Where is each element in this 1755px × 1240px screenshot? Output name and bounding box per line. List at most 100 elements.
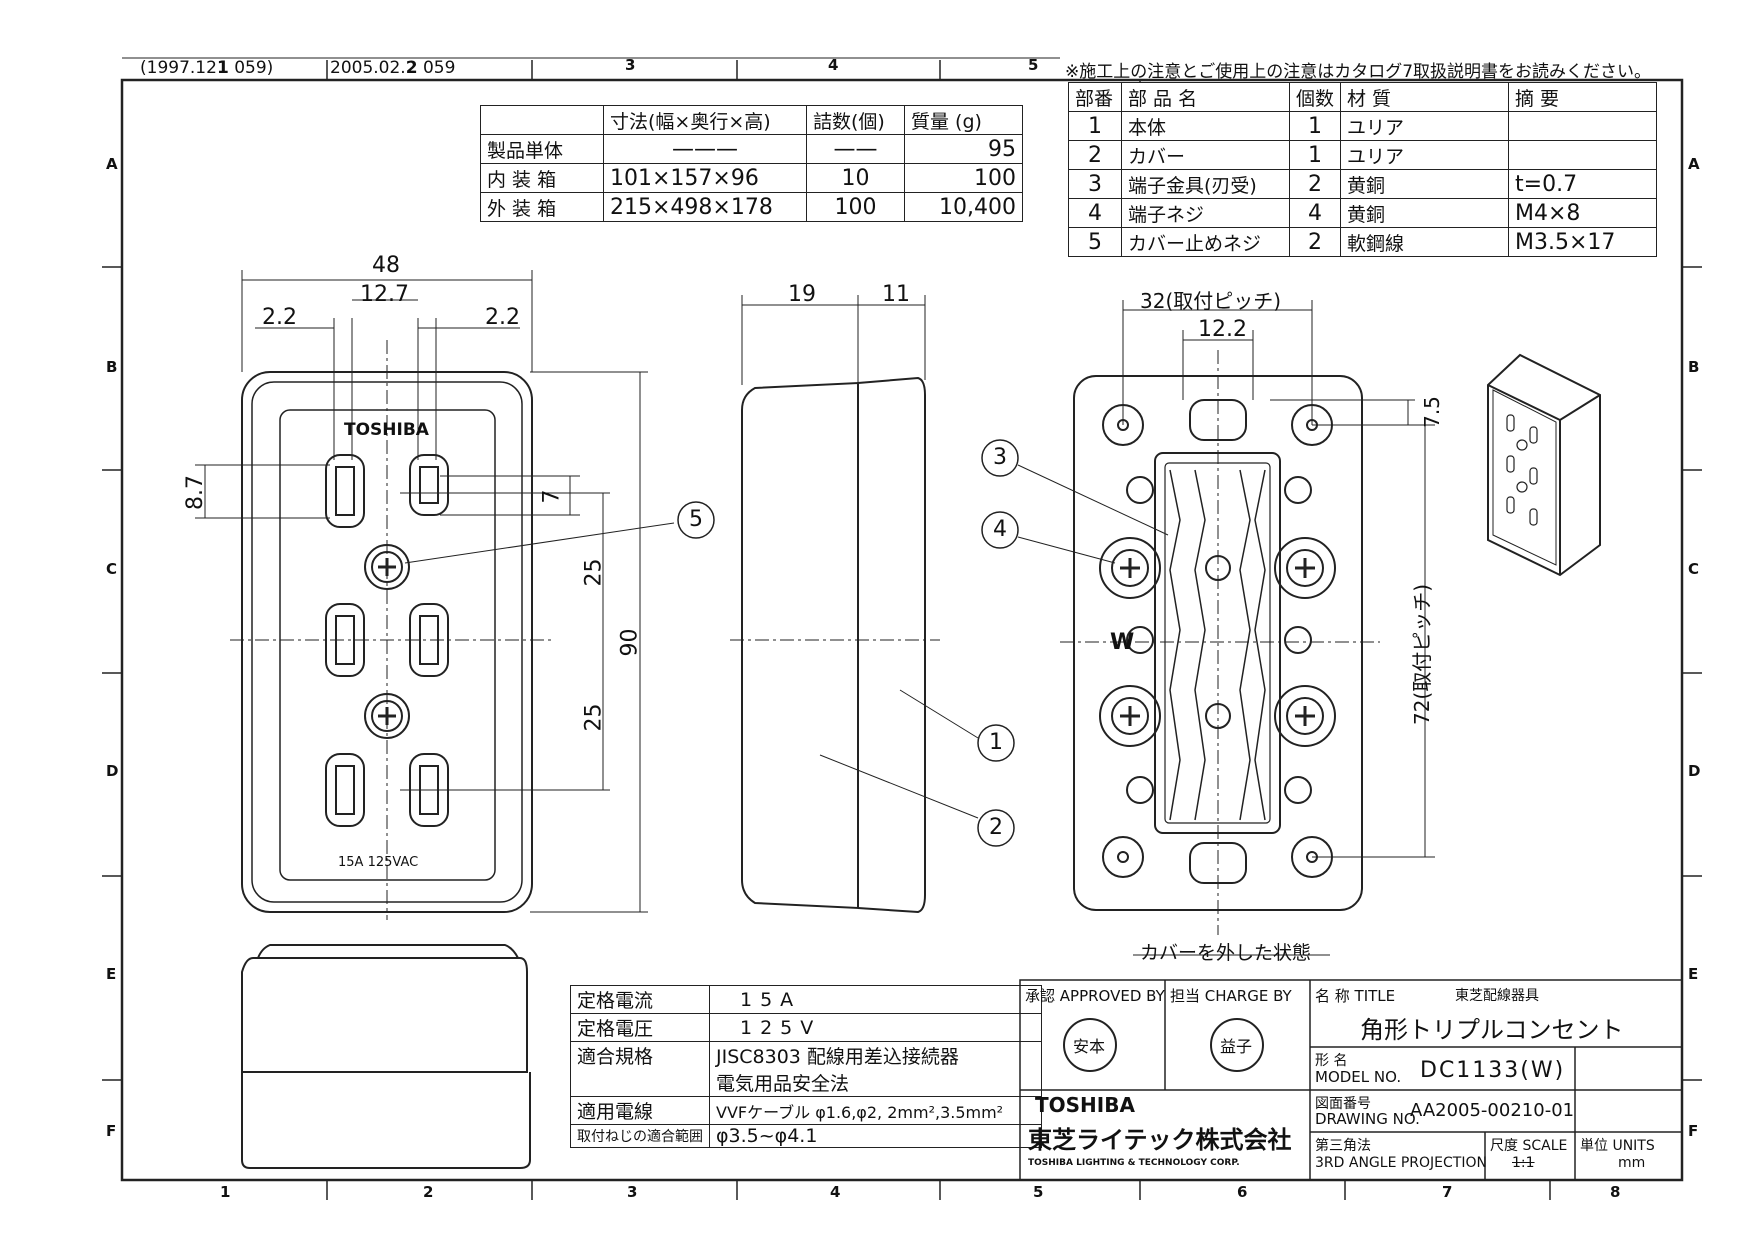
- packaging-table: 寸法(幅×奥行×高) 詰数(個) 質量 (g) 製品単体 ——— —— 95 内…: [480, 105, 1023, 222]
- table-cell: t=0.7: [1508, 169, 1658, 199]
- callout-1: 1: [989, 730, 1003, 755]
- dim-gap-2: 25: [581, 703, 607, 732]
- usage-notice: ※施工上の注意とご使用上の注意はカタログ7取扱説明書をお読みください。: [1065, 62, 1652, 82]
- table-header: 個数: [1288, 82, 1342, 112]
- table-row: 電気用品安全法: [570, 1069, 1042, 1097]
- table-cell: 15A: [709, 985, 1042, 1014]
- table-cell: 本体: [1121, 111, 1290, 141]
- table-cell: 定格電流: [570, 985, 710, 1014]
- table-cell: 取付ねじの適合範囲: [570, 1124, 710, 1148]
- table-row: 1 本体 1 ユリア: [1068, 111, 1658, 141]
- table-cell: φ3.5~φ4.1: [709, 1124, 1042, 1148]
- dim-vertical-pitch: 72(取付ピッチ): [1410, 583, 1435, 726]
- dim-right: 2.2: [485, 305, 520, 330]
- col-marker: 3: [625, 56, 636, 74]
- dim-slot-height-2: 7: [539, 489, 565, 504]
- dim-depth-b: 11: [882, 282, 910, 307]
- model-label-jp: 形 名: [1315, 1053, 1348, 1069]
- bottom-view: [241, 944, 531, 1169]
- row-marker: B: [106, 358, 118, 376]
- table-cell: 製品単体: [480, 134, 604, 164]
- row-marker: D: [1688, 762, 1701, 780]
- parts-table: 部番 部 品 名 個数 材 質 摘 要 1 本体 1 ユリア 2 カバー 1 ユ…: [1068, 82, 1658, 257]
- row-marker: D: [106, 762, 119, 780]
- table-cell: 4: [1288, 198, 1342, 228]
- col-marker: 4: [828, 56, 839, 74]
- table-row: 2 カバー 1 ユリア: [1068, 140, 1658, 170]
- table-cell: 内 装 箱: [480, 163, 604, 193]
- back-view: [981, 300, 1435, 956]
- row-marker: B: [1688, 358, 1700, 376]
- charge-label: 担当 CHARGE BY: [1170, 987, 1292, 1005]
- drawing-label: DRAWING NO.: [1315, 1110, 1420, 1128]
- table-row: 部番 部 品 名 個数 材 質 摘 要: [1068, 82, 1658, 112]
- model-label: MODEL NO.: [1315, 1068, 1402, 1086]
- row-marker: C: [1688, 560, 1700, 578]
- table-cell: 軟鋼線: [1340, 227, 1510, 257]
- table-cell: 3: [1068, 169, 1122, 199]
- units-value: mm: [1618, 1155, 1646, 1171]
- table-row: 製品単体 ——— —— 95: [480, 134, 1023, 164]
- table-cell: 10,400: [904, 192, 1023, 222]
- units-label: 単位 UNITS: [1580, 1138, 1655, 1154]
- col-marker: 1: [220, 1183, 231, 1201]
- table-cell: 2: [1068, 140, 1122, 170]
- iso-view: [1487, 353, 1601, 577]
- callout-4: 4: [993, 517, 1007, 542]
- dim-mount-pitch: 32(取付ピッチ): [1140, 289, 1282, 313]
- table-cell: [1508, 111, 1658, 141]
- table-cell: 電気用品安全法: [709, 1069, 1042, 1097]
- table-cell: 100: [904, 163, 1023, 193]
- title-label: 名 称 TITLE: [1315, 987, 1396, 1005]
- row-marker: E: [1688, 965, 1699, 983]
- approved-label: 承認 APPROVED BY: [1025, 987, 1165, 1005]
- callout-5: 5: [689, 507, 703, 532]
- terminal-mark: W: [1110, 630, 1135, 655]
- table-cell: 定格電圧: [570, 1013, 710, 1042]
- revision-1: (1997.121 059): [140, 58, 274, 78]
- table-cell: 215×498×178: [603, 192, 807, 222]
- table-cell: 10: [806, 163, 905, 193]
- table-cell: ——: [806, 134, 905, 164]
- row-marker: A: [106, 155, 118, 173]
- table-cell: 2: [1288, 169, 1342, 199]
- table-cell: 端子ネジ: [1121, 198, 1290, 228]
- col-marker: 7: [1442, 1183, 1453, 1201]
- dim-depth-a: 19: [788, 282, 816, 307]
- col-marker: 5: [1033, 1183, 1044, 1201]
- table-row: 外 装 箱 215×498×178 100 10,400: [480, 192, 1023, 222]
- projection: 3RD ANGLE PROJECTION: [1315, 1155, 1487, 1171]
- table-header: 寸法(幅×奥行×高): [603, 105, 807, 135]
- drawing-label-jp: 図面番号: [1315, 1096, 1371, 1112]
- row-marker: F: [1688, 1122, 1699, 1140]
- dim-slot-height: 8.7: [183, 475, 208, 510]
- company-name: 東芝ライテック株式会社: [1028, 1126, 1292, 1154]
- col-marker: 6: [1237, 1183, 1248, 1201]
- category: 東芝配線器具: [1455, 988, 1539, 1004]
- table-cell: [570, 1069, 710, 1097]
- title-block-frame: [1019, 979, 1683, 1181]
- table-row: 寸法(幅×奥行×高) 詰数(個) 質量 (g): [480, 105, 1023, 135]
- table-cell: カバー: [1121, 140, 1290, 170]
- dim-height: 90: [617, 628, 643, 657]
- dim-gap-1: 25: [581, 558, 607, 587]
- table-cell: 4: [1068, 198, 1122, 228]
- side-view: [730, 295, 1015, 914]
- table-cell: JISC8303 配線用差込接続器: [709, 1041, 1042, 1069]
- revision-2: 2005.02.2 059: [330, 58, 456, 78]
- rating-mark: 15A 125VAC: [338, 855, 419, 870]
- table-cell: M4×8: [1508, 198, 1658, 228]
- table-cell: [1508, 140, 1658, 170]
- row-marker: C: [106, 560, 118, 578]
- product-title: 角形トリプルコンセント: [1360, 1016, 1624, 1044]
- table-header: 部番: [1068, 82, 1122, 112]
- col-marker: 2: [423, 1183, 434, 1201]
- view-caption: カバーを外した状態: [1140, 942, 1312, 964]
- dim-inner: 12.2: [1198, 317, 1247, 342]
- table-cell: 100: [806, 192, 905, 222]
- col-marker: 3: [627, 1183, 638, 1201]
